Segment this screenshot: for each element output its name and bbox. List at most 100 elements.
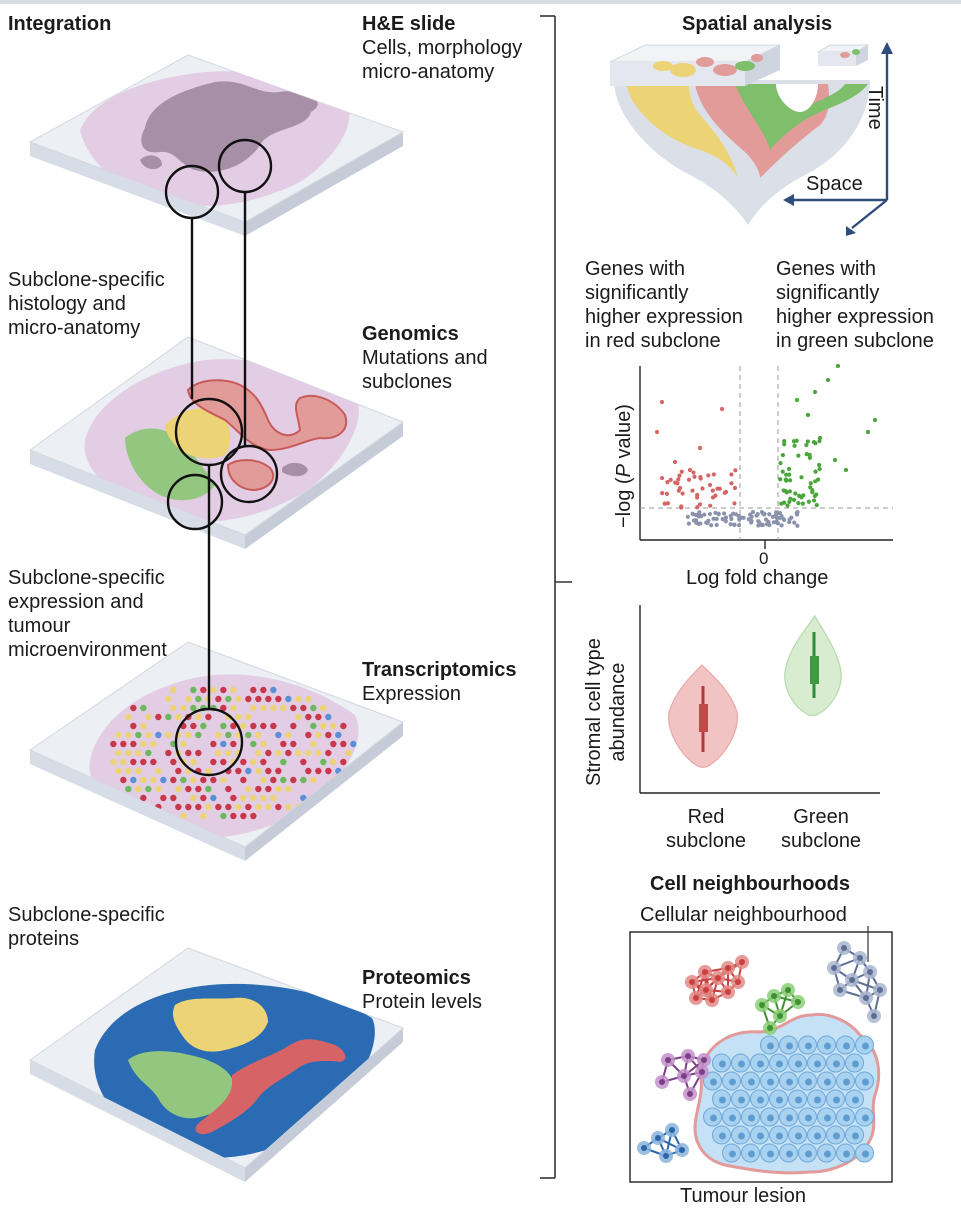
volcano-point	[784, 478, 789, 483]
violin-y-axis-label: Stromal cell type abundance	[582, 638, 630, 786]
cell-nucleus	[862, 1114, 869, 1122]
cell-nucleus	[862, 1150, 869, 1158]
expression-spot	[195, 695, 202, 703]
expression-spot	[235, 713, 242, 721]
expression-spot	[280, 776, 287, 784]
connector-lines	[190, 192, 247, 709]
cell-nucleus	[805, 1078, 812, 1086]
volcano-point	[791, 497, 797, 502]
graph-node	[702, 969, 708, 975]
cell-nucleus	[805, 1114, 812, 1122]
expression-spot	[300, 704, 307, 712]
graph-node	[777, 1013, 783, 1019]
cell-nucleus	[710, 1078, 717, 1086]
expression-spot	[250, 686, 257, 694]
cell-nucleus	[824, 1114, 831, 1122]
expression-spot	[280, 704, 287, 712]
volcano-plot	[639, 363, 893, 549]
volcano-point	[672, 459, 678, 465]
expression-spot	[255, 785, 262, 793]
expression-spot	[195, 731, 202, 739]
graph-node	[857, 955, 863, 961]
volcano-point	[763, 517, 769, 522]
top-border	[0, 0, 961, 4]
volcano-point	[710, 488, 715, 493]
expression-spot	[115, 749, 122, 757]
histology-description: Subclone-specific histology and micro-an…	[8, 268, 165, 340]
volcano-point	[680, 491, 685, 496]
volcano-point	[817, 438, 822, 444]
volcano-point	[779, 523, 784, 528]
text-line: subclone	[666, 830, 747, 852]
volcano-point	[736, 523, 742, 528]
expression-spot	[290, 740, 297, 748]
expression-spot	[200, 794, 207, 802]
volcano-point	[706, 473, 711, 478]
text-line: Stromal cell type	[583, 638, 605, 786]
expression-spot	[235, 695, 242, 703]
volcano-point	[713, 510, 718, 515]
expression-spot	[245, 713, 252, 721]
text-line: Genes with	[776, 258, 877, 280]
volcano-point	[716, 512, 721, 517]
cell-nucleus	[814, 1096, 821, 1104]
expression-spot	[120, 758, 127, 766]
volcano-point	[676, 477, 681, 482]
volcano-point	[700, 486, 705, 491]
expression-spot	[185, 749, 192, 757]
expression-spot	[210, 794, 217, 802]
graph-node	[771, 993, 777, 999]
volcano-point	[694, 520, 699, 526]
expression-spot	[260, 776, 267, 784]
expression-spot	[115, 731, 122, 739]
text-line: significantly	[776, 282, 880, 304]
expression-spot	[230, 812, 237, 820]
volcano-point	[686, 521, 691, 526]
expression-spot	[140, 758, 147, 766]
layer-title: Transcriptomics	[362, 659, 517, 681]
cell-nucleus	[719, 1060, 726, 1068]
expression-spot	[210, 686, 217, 694]
expression-spot	[160, 794, 167, 802]
expression-spot	[275, 785, 282, 793]
volcano-point	[690, 511, 695, 516]
expression-spot	[170, 686, 177, 694]
cell-nucleus	[852, 1060, 859, 1068]
volcano-point	[750, 509, 756, 515]
expression-spot	[225, 803, 232, 811]
expression-spot	[245, 695, 252, 703]
expression-spot	[245, 731, 252, 739]
expression-spot	[325, 713, 332, 721]
volcano-point	[778, 477, 783, 482]
volcano-point	[668, 477, 673, 482]
green-genes-caption: Genes with significantly higher expressi…	[776, 257, 934, 353]
expression-spot	[295, 749, 302, 757]
neighbourhood-panel	[629, 926, 893, 1183]
expression-spot	[125, 749, 132, 757]
expression-spot	[150, 758, 157, 766]
expression-spot	[165, 713, 172, 721]
expression-spot	[230, 794, 237, 802]
volcano-point	[707, 482, 713, 488]
text-line: Mutations and	[362, 347, 488, 369]
expression-spot	[270, 686, 277, 694]
expression-spot	[265, 749, 272, 757]
expression-spot	[255, 749, 262, 757]
layer-label-proteomics: Proteomics Protein levels	[362, 966, 482, 1014]
volcano-point	[811, 440, 817, 445]
cell-nucleus	[719, 1132, 726, 1140]
expression-spot	[230, 740, 237, 748]
expression-spot	[225, 695, 232, 703]
text-line: Cells, morphology	[362, 37, 523, 59]
cell-nucleus	[748, 1078, 755, 1086]
expression-spot	[175, 785, 182, 793]
cell-nucleus	[824, 1078, 831, 1086]
expression-spot	[240, 776, 247, 784]
expression-spot	[225, 749, 232, 757]
expression-spot	[295, 713, 302, 721]
ylabel-prefix: −log (	[613, 477, 635, 528]
expression-spot	[250, 812, 257, 820]
tumour-lesion-label: Tumour lesion	[680, 1185, 806, 1207]
expression-spot	[290, 704, 297, 712]
